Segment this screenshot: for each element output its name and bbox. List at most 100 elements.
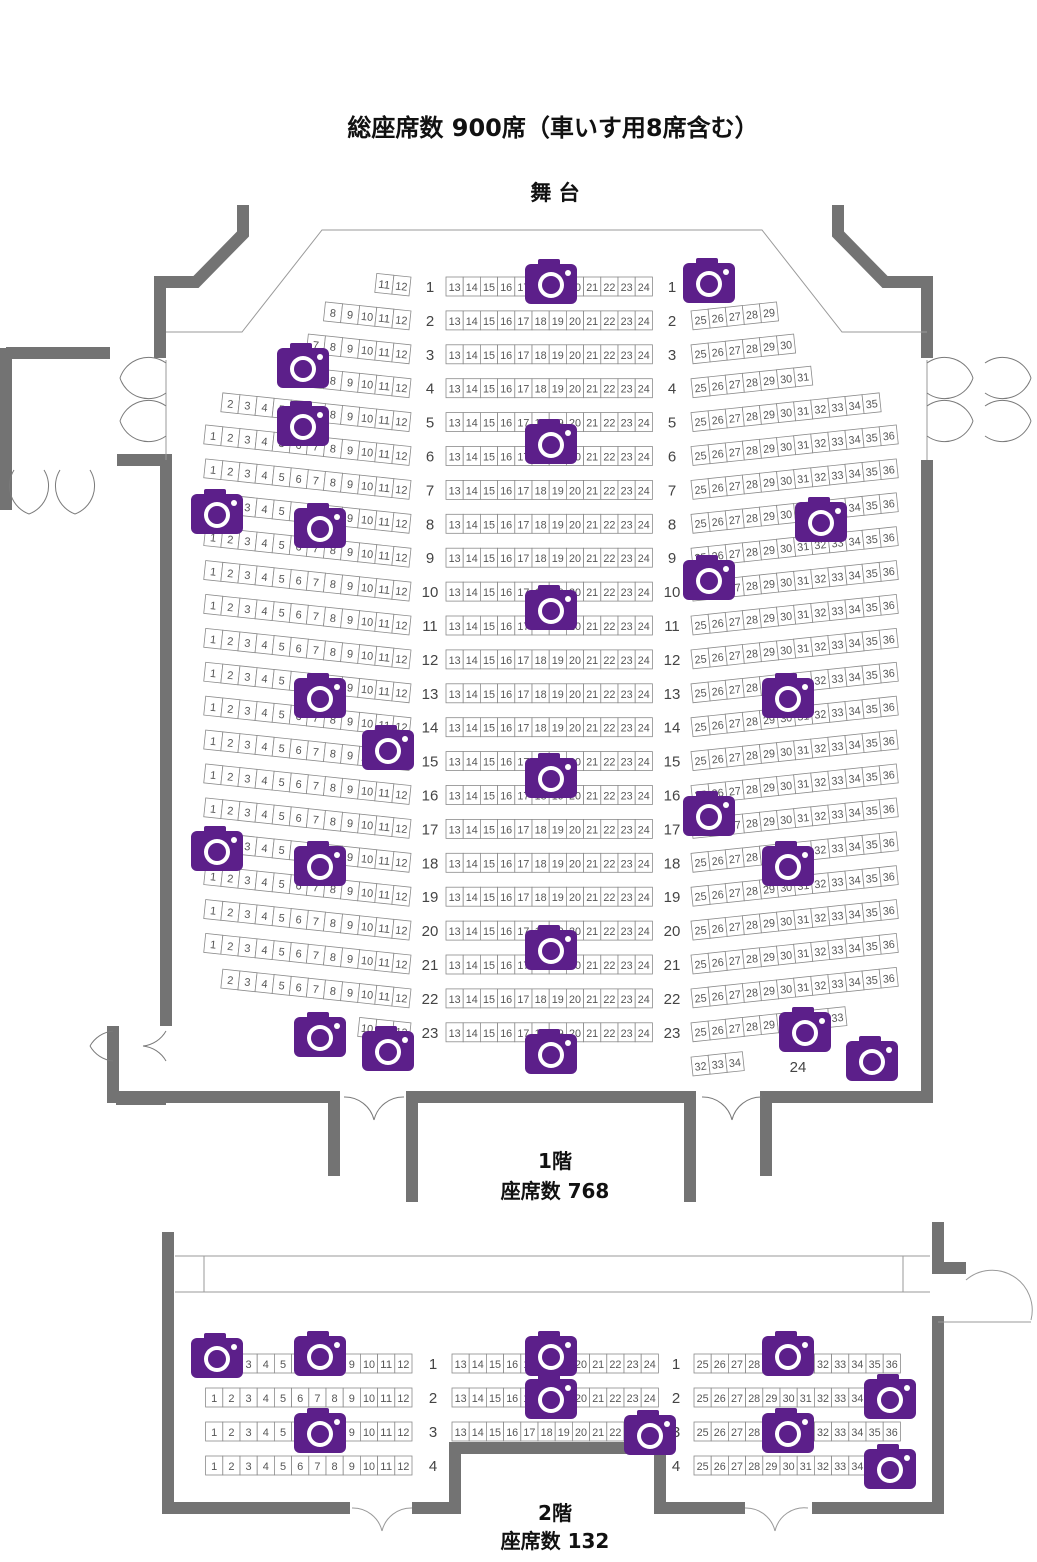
floor1-right-seat-29[interactable]: 29 xyxy=(758,471,779,493)
floor2-right-seat-33[interactable]: 33 xyxy=(831,1421,850,1442)
floor1-right-seat-31[interactable]: 31 xyxy=(793,603,814,625)
floor1-right-seat-27[interactable]: 27 xyxy=(724,406,745,429)
floor1-left-seat-5[interactable]: 5 xyxy=(271,669,292,691)
floor1-right-seat-25[interactable]: 25 xyxy=(690,851,711,873)
floor1-left-seat-2[interactable]: 2 xyxy=(220,934,241,957)
floor1-right-seat-28[interactable]: 28 xyxy=(741,472,762,495)
floor1-right-seat-25[interactable]: 25 xyxy=(690,308,711,331)
floor1-center-seat-13[interactable]: 13 xyxy=(445,649,464,670)
floor1-left-seat-10[interactable]: 10 xyxy=(357,508,378,531)
floor1-center-seat-23[interactable]: 23 xyxy=(617,751,636,771)
floor1-right-seat-27[interactable]: 27 xyxy=(724,339,745,361)
floor1-center-seat-23[interactable]: 23 xyxy=(617,615,636,636)
floor1-center-seat-22[interactable]: 22 xyxy=(600,615,619,636)
floor1-left-seat-4[interactable]: 4 xyxy=(254,802,275,825)
floor1-left-seat-5[interactable]: 5 xyxy=(271,567,292,589)
floor1-right-seat-32[interactable]: 32 xyxy=(810,465,831,488)
floor1-center-seat-19[interactable]: 19 xyxy=(548,547,567,568)
floor1-left-seat-4[interactable]: 4 xyxy=(254,904,275,927)
floor1-left-seat-2[interactable]: 2 xyxy=(220,426,241,448)
floor1-right-seat-31[interactable]: 31 xyxy=(793,908,814,930)
floor1-center-seat-23[interactable]: 23 xyxy=(617,412,636,433)
floor1-left-seat-12[interactable]: 12 xyxy=(391,376,412,399)
floor1-right-seat-26[interactable]: 26 xyxy=(707,645,728,668)
floor1-center-seat-14[interactable]: 14 xyxy=(462,310,481,331)
floor1-right-seat-35[interactable]: 35 xyxy=(861,426,882,448)
floor1-center-seat-23[interactable]: 23 xyxy=(617,988,636,1009)
floor1-left-seat-5[interactable]: 5 xyxy=(271,499,292,522)
floor1-right-seat-28[interactable]: 28 xyxy=(741,947,762,969)
floor1-center-seat-15[interactable]: 15 xyxy=(479,717,498,738)
floor1-right-seat-36[interactable]: 36 xyxy=(878,594,899,616)
floor1-center-seat-17[interactable]: 17 xyxy=(514,479,533,500)
floor1-left-seat-1[interactable]: 1 xyxy=(203,797,224,820)
floor1-center-seat-19[interactable]: 19 xyxy=(548,649,567,670)
floor1-right-seat-29[interactable]: 29 xyxy=(758,572,779,595)
floor1-left-seat-4[interactable]: 4 xyxy=(254,836,275,859)
floor1-right-seat-25[interactable]: 25 xyxy=(690,952,711,975)
floor1-right-seat-31[interactable]: 31 xyxy=(793,467,814,490)
floor1-left-seat-12[interactable]: 12 xyxy=(391,885,412,907)
floor1-center-seat-22[interactable]: 22 xyxy=(600,717,619,738)
floor1-center-seat-16[interactable]: 16 xyxy=(497,683,516,704)
floor1-right-seat-34[interactable]: 34 xyxy=(844,394,865,416)
floor1-center-seat-21[interactable]: 21 xyxy=(583,785,602,805)
floor1-center-seat-15[interactable]: 15 xyxy=(479,412,498,433)
floor1-right-seat-34[interactable]: 34 xyxy=(844,597,865,620)
floor2-center-seat-23[interactable]: 23 xyxy=(623,1353,642,1374)
floor1-right-seat-26[interactable]: 26 xyxy=(707,340,728,363)
floor1-right-seat-28[interactable]: 28 xyxy=(741,574,762,597)
floor1-center-seat-23[interactable]: 23 xyxy=(617,785,636,805)
floor2-right-seat-28[interactable]: 28 xyxy=(745,1455,764,1476)
floor1-left-seat-4[interactable]: 4 xyxy=(254,667,275,689)
floor1-left-seat-4[interactable]: 4 xyxy=(254,735,275,757)
floor1-center-seat-18[interactable]: 18 xyxy=(531,886,550,907)
floor1-center-seat-18[interactable]: 18 xyxy=(531,378,550,399)
floor1-right-seat-26[interactable]: 26 xyxy=(707,442,728,465)
floor1-left-seat-7[interactable]: 7 xyxy=(305,977,326,1000)
floor1-right-seat-35[interactable]: 35 xyxy=(861,663,882,686)
floor2-center-seat-15[interactable]: 15 xyxy=(485,1353,504,1374)
floor1-center-seat-17[interactable]: 17 xyxy=(514,988,533,1009)
floor1-center-seat-17[interactable]: 17 xyxy=(514,310,533,331)
floor1-center-seat-24[interactable]: 24 xyxy=(634,886,653,907)
floor1-center-seat-21[interactable]: 21 xyxy=(583,446,602,466)
floor1-right-seat-28[interactable]: 28 xyxy=(741,811,762,834)
floor1-right-seat-27[interactable]: 27 xyxy=(724,440,745,463)
floor1-center-seat-13[interactable]: 13 xyxy=(445,988,464,1009)
floor2-right-seat-34[interactable]: 34 xyxy=(848,1421,867,1442)
floor1-right-seat-30[interactable]: 30 xyxy=(776,909,797,932)
floor1-center-seat-16[interactable]: 16 xyxy=(497,852,516,873)
floor1-center-seat-17[interactable]: 17 xyxy=(514,683,533,704)
floor2-left-seat-7[interactable]: 7 xyxy=(308,1455,327,1476)
floor2-center-seat-23[interactable]: 23 xyxy=(623,1387,642,1408)
floor1-center-seat-16[interactable]: 16 xyxy=(497,479,516,500)
floor1-left-seat-10[interactable]: 10 xyxy=(357,847,378,870)
floor2-left-seat-3[interactable]: 3 xyxy=(239,1387,258,1408)
floor1-left-seat-9[interactable]: 9 xyxy=(340,574,361,597)
floor1-left-seat-7[interactable]: 7 xyxy=(305,469,326,491)
floor1-left-seat-10[interactable]: 10 xyxy=(357,779,378,802)
floor1-left-seat-5[interactable]: 5 xyxy=(271,838,292,861)
floor1-right-seat-33[interactable]: 33 xyxy=(827,463,848,486)
floor1-right-seat-30[interactable]: 30 xyxy=(776,401,797,423)
floor1-left-seat-5[interactable]: 5 xyxy=(271,736,292,759)
floor1-right-seat-29[interactable]: 29 xyxy=(758,504,779,527)
floor1-left-seat-8[interactable]: 8 xyxy=(323,572,344,595)
floor1-center-seat-22[interactable]: 22 xyxy=(600,886,619,907)
floor1-right-seat-36[interactable]: 36 xyxy=(878,763,899,786)
floor1-right-seat-29[interactable]: 29 xyxy=(758,911,779,934)
floor1-right-seat-25[interactable]: 25 xyxy=(690,512,711,534)
floor1-right-seat-25[interactable]: 25 xyxy=(690,647,711,670)
floor1-center-seat-15[interactable]: 15 xyxy=(479,852,498,873)
floor1-center-seat-22[interactable]: 22 xyxy=(600,378,619,399)
floor1-center-seat-22[interactable]: 22 xyxy=(600,649,619,670)
floor1-center-seat-14[interactable]: 14 xyxy=(462,479,481,500)
floor1-center-seat-18[interactable]: 18 xyxy=(531,479,550,500)
floor1-center-seat-18[interactable]: 18 xyxy=(531,547,550,568)
floor1-left-seat-4[interactable]: 4 xyxy=(254,429,275,452)
floor1-center-seat-13[interactable]: 13 xyxy=(445,446,464,466)
floor2-center-seat-15[interactable]: 15 xyxy=(485,1421,504,1442)
floor2-right-seat-31[interactable]: 31 xyxy=(796,1455,815,1476)
floor1-right-seat-36[interactable]: 36 xyxy=(878,424,899,447)
